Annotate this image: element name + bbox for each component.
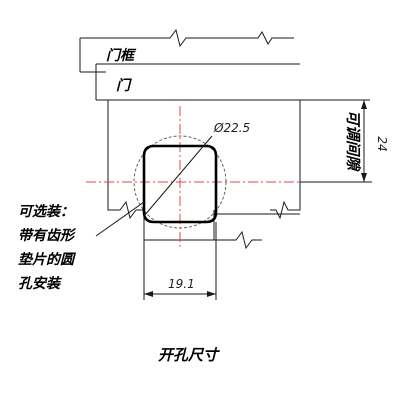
door-frame-label: 门框 — [106, 47, 137, 64]
adjustable-gap-label: 可调间隙 — [344, 110, 362, 172]
horizontal-dimension — [143, 222, 217, 300]
cutout-outline — [142, 144, 218, 224]
vertical-dimension — [300, 100, 372, 183]
note-line-4: 孔安装 — [18, 275, 62, 292]
note-leader — [95, 201, 145, 237]
note-line-2: 带有齿形 — [18, 227, 77, 244]
width-dimension-label: 19.1 — [168, 277, 195, 291]
caption: 开孔尺寸 — [158, 346, 220, 364]
door-label: 门 — [116, 77, 132, 94]
optional-install-note: 可选装： 带有齿形 垫片的圆 孔安装 — [18, 203, 77, 292]
diameter-leader — [143, 135, 213, 217]
note-line-1: 可选装： — [18, 203, 74, 220]
door-frame-outline — [79, 28, 294, 73]
vertical-dimension-label: 24 — [375, 136, 389, 151]
door-outline — [95, 63, 370, 250]
note-line-3: 垫片的圆 — [18, 251, 77, 268]
diameter-label: Ø22.5 — [213, 121, 250, 135]
